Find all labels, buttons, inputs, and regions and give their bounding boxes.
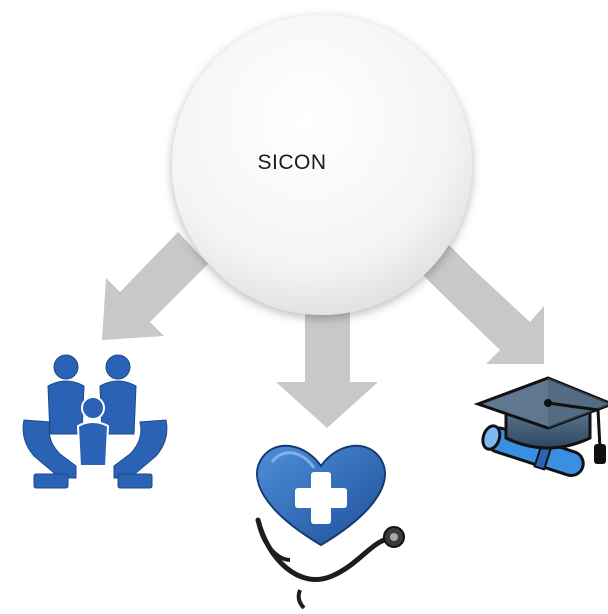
arrow-right [420, 244, 544, 364]
center-node [172, 15, 472, 315]
arrow-down [276, 312, 378, 428]
health-heart-stethoscope-icon [255, 444, 405, 610]
family-care-icon [22, 354, 168, 489]
center-node-label: SICON [257, 151, 327, 174]
graduation-cap-diploma-icon [473, 376, 608, 477]
arrow-left [102, 232, 208, 340]
